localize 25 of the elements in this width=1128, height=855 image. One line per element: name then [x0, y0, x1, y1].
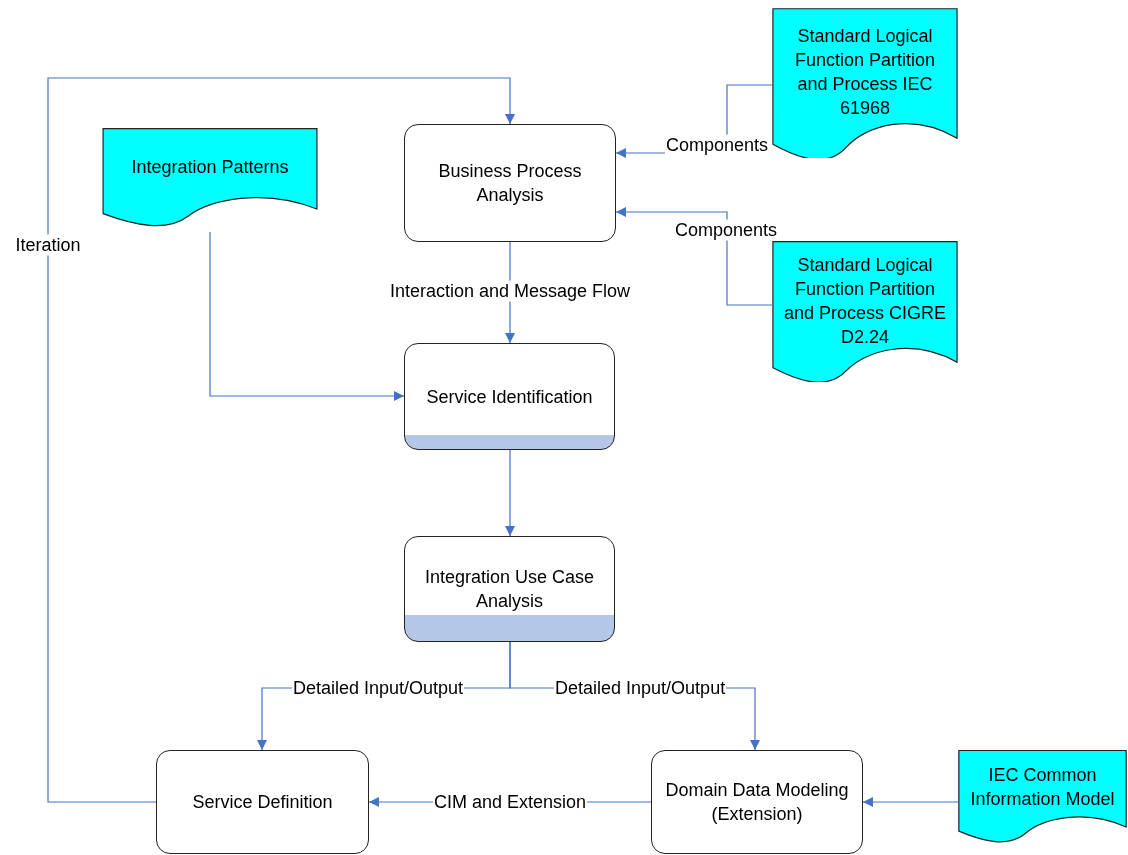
arrow — [47, 77, 515, 803]
document-shape — [772, 8, 958, 158]
node-label: Domain Data Modeling (Extension) — [664, 779, 850, 826]
edge-label: Components — [664, 134, 770, 156]
process-box — [404, 124, 616, 242]
edge-label: Components — [673, 219, 779, 241]
node-label: Integration Patterns — [130, 155, 290, 179]
arrow — [505, 449, 515, 537]
process-box — [404, 536, 615, 642]
edge-label: Iteration — [14, 234, 82, 256]
node-label: Standard Logical Function Partition and Process CIGRE D2.24 — [782, 253, 948, 349]
edge-label: Interaction and Message Flow — [388, 280, 632, 302]
node-label: Standard Logical Function Partition and Process IEC 61968 — [793, 25, 937, 120]
arrow — [615, 207, 773, 306]
process-box — [156, 750, 369, 854]
process-box — [404, 343, 615, 450]
document-shape — [772, 241, 958, 382]
node-label: Business Process Analysis — [437, 160, 583, 207]
node-label: Integration Use Case Analysis — [423, 566, 596, 613]
process-box — [651, 750, 863, 854]
node-label: Service Definition — [191, 791, 334, 814]
node-label: Service Identification — [425, 385, 594, 409]
arrow — [862, 797, 959, 807]
arrow — [209, 231, 405, 401]
node-label: IEC Common Information Model — [969, 764, 1116, 811]
